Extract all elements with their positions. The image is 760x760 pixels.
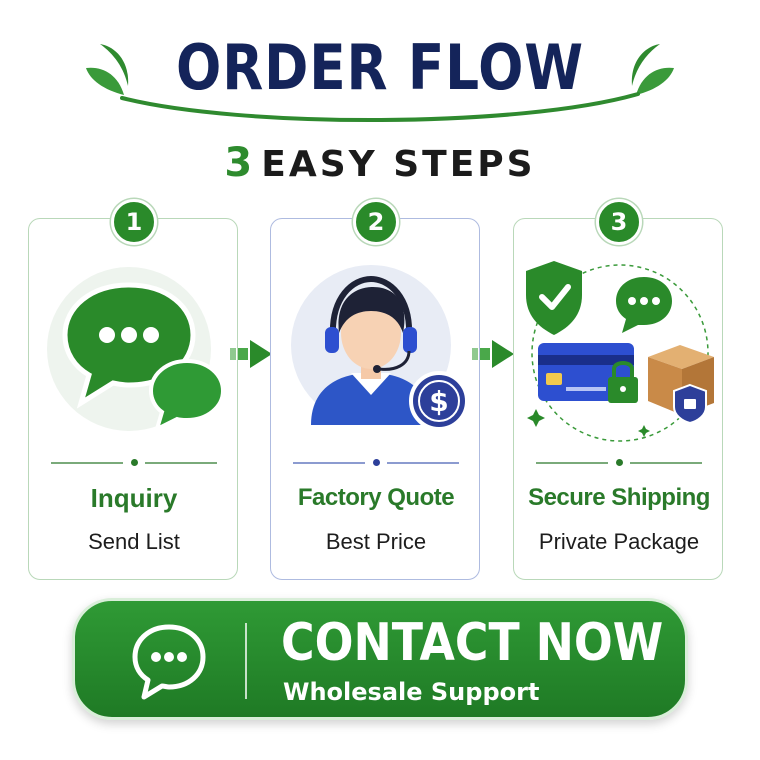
svg-text:$: $ — [429, 385, 448, 418]
secure-shipping-icon — [526, 261, 714, 442]
step-number-badge: 2 — [353, 199, 399, 245]
card-divider — [293, 459, 459, 467]
leaf-icon — [86, 44, 129, 95]
arrow-right-icon — [472, 340, 514, 368]
page-title: ORDER FLOW — [176, 31, 584, 104]
chat-bubbles-icon — [47, 267, 226, 433]
cta-title: CONTACT NOW — [281, 613, 664, 673]
step-number-badge: 1 — [111, 199, 157, 245]
support-agent-icon: $ — [291, 265, 469, 431]
chat-bubble-icon — [132, 624, 206, 700]
leaf-icon — [631, 44, 674, 95]
step-subtitle: Best Price — [325, 529, 427, 554]
cta-subtitle: Wholesale Support — [283, 678, 540, 706]
step-title: Inquiry — [90, 483, 178, 513]
cta-separator — [245, 623, 247, 699]
step-title: Secure Shipping — [528, 484, 710, 511]
arrow-right-icon — [230, 340, 272, 368]
step-card-factory-quote: 2 $ Factory Quote Best Price — [270, 199, 480, 580]
title-underline-swoosh — [120, 92, 640, 123]
step-number-badge: 3 — [596, 199, 642, 245]
subtitle-text: EASY STEPS — [261, 144, 536, 185]
subtitle-number: 3 — [224, 140, 256, 186]
step-subtitle: Private Package — [538, 529, 700, 554]
step-title: Factory Quote — [297, 484, 455, 511]
step-card-inquiry: 1 Inquiry Send List — [28, 199, 238, 580]
card-divider — [536, 459, 702, 467]
contact-now-button[interactable]: CONTACT NOW Wholesale Support — [72, 598, 688, 720]
card-divider — [51, 459, 217, 467]
step-subtitle: Send List — [88, 529, 180, 554]
step-card-secure-shipping: 3 Secure Shipping Private Package — [513, 199, 723, 580]
